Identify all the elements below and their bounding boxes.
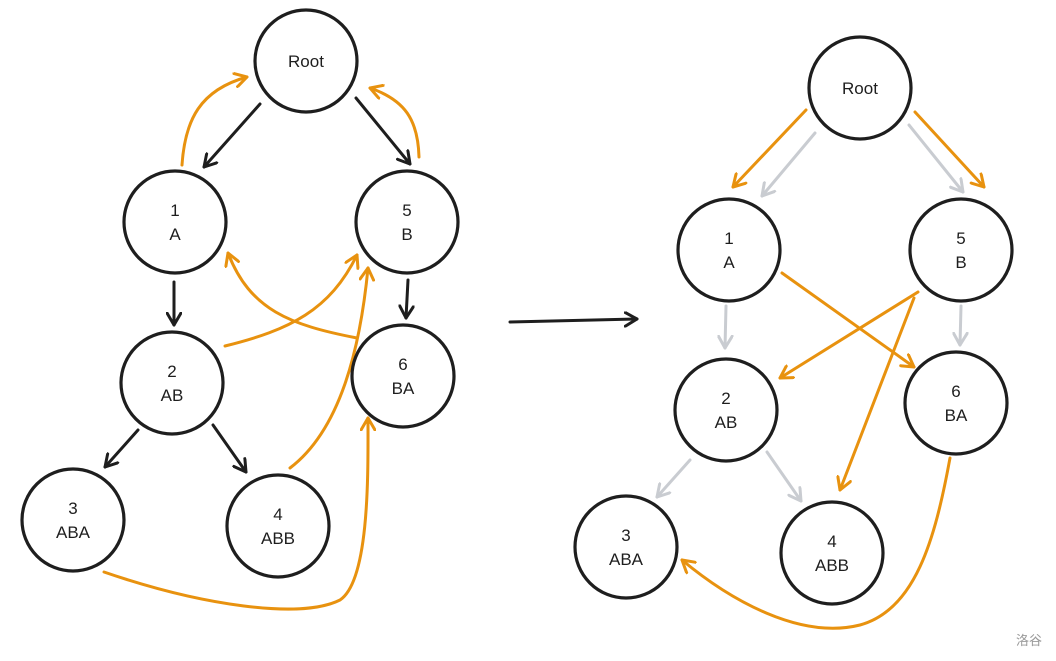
edge-2-to-4 (211, 423, 248, 474)
right-node-2: 2 AB (673, 357, 779, 463)
watermark: 洛谷 (1015, 634, 1042, 649)
right-node-3: 3 ABA (573, 494, 679, 600)
left-node-3: 3 ABA (20, 467, 126, 573)
edge-root-to-5 (354, 96, 412, 166)
fail-3-to-6 (102, 416, 368, 611)
node-number: 2 (167, 362, 176, 381)
edge-root-to-5 (907, 123, 965, 194)
fail-root-to-1 (731, 108, 808, 189)
fail-5-to-4 (840, 296, 916, 492)
left-node-4: 4 ABB (225, 473, 331, 579)
node-number: 3 (621, 526, 630, 545)
edge-5-to-6 (406, 278, 408, 320)
node-string: ABB (261, 529, 295, 548)
node-string: ABA (56, 523, 91, 542)
right-node-1: 1 A (676, 197, 782, 303)
right-node-6: 6 BA (903, 350, 1009, 456)
node-number: 5 (402, 201, 411, 220)
node-string: B (955, 253, 966, 272)
node-string: ABA (609, 550, 644, 569)
edge-2-to-4 (765, 450, 803, 503)
right-node-5: 5 B (908, 197, 1014, 303)
fail-5-to-2 (778, 290, 920, 380)
node-string: ABB (815, 556, 849, 575)
fail-4-to-5 (288, 266, 368, 470)
fail-6-to-1 (228, 251, 359, 340)
right-trie-edges (655, 123, 965, 503)
node-string: AB (161, 386, 184, 405)
edge-root-to-1 (760, 131, 817, 198)
node-number: 1 (724, 229, 733, 248)
node-string: A (169, 225, 181, 244)
transition-arrow (508, 319, 639, 322)
right-node-root: Root (807, 35, 913, 141)
node-number: 3 (68, 499, 77, 518)
left-fail-links (102, 77, 421, 611)
node-number: 2 (721, 389, 730, 408)
node-label: Root (288, 52, 324, 71)
left-trie-edges (103, 96, 412, 474)
node-number: 1 (170, 201, 179, 220)
left-node-5: 5 B (354, 169, 460, 275)
node-number: 6 (951, 382, 960, 401)
right-fail-links (680, 108, 986, 630)
node-string: BA (392, 379, 415, 398)
node-number: 5 (956, 229, 965, 248)
node-label: Root (842, 79, 878, 98)
left-diagram: Root 1 A 5 B 2 AB 6 BA 3 ABA 4 (20, 8, 460, 611)
fail-5-to-root (368, 88, 421, 159)
fail-6-to-3 (680, 456, 952, 630)
left-node-1: 1 A (122, 169, 228, 275)
right-diagram: Root 1 A 5 B 2 AB 6 BA 3 ABA 4 (573, 35, 1014, 630)
left-node-6: 6 BA (350, 323, 456, 429)
node-number: 4 (273, 505, 282, 524)
node-number: 6 (398, 355, 407, 374)
edge-5-to-6 (960, 304, 961, 347)
node-string: B (401, 225, 412, 244)
node-number: 4 (827, 532, 836, 551)
fail-2-to-5 (223, 255, 357, 348)
node-string: A (723, 253, 735, 272)
edge-1-to-2 (725, 304, 726, 350)
fail-root-to-5 (913, 110, 986, 189)
left-node-2: 2 AB (119, 330, 225, 436)
edge-2-to-3 (655, 458, 692, 499)
node-string: BA (945, 406, 968, 425)
edge-2-to-3 (103, 428, 140, 469)
right-node-4: 4 ABB (779, 500, 885, 606)
edge-root-to-1 (202, 102, 262, 169)
node-string: AB (715, 413, 738, 432)
left-node-root: Root (253, 8, 359, 114)
fail-1-to-root (180, 77, 249, 167)
